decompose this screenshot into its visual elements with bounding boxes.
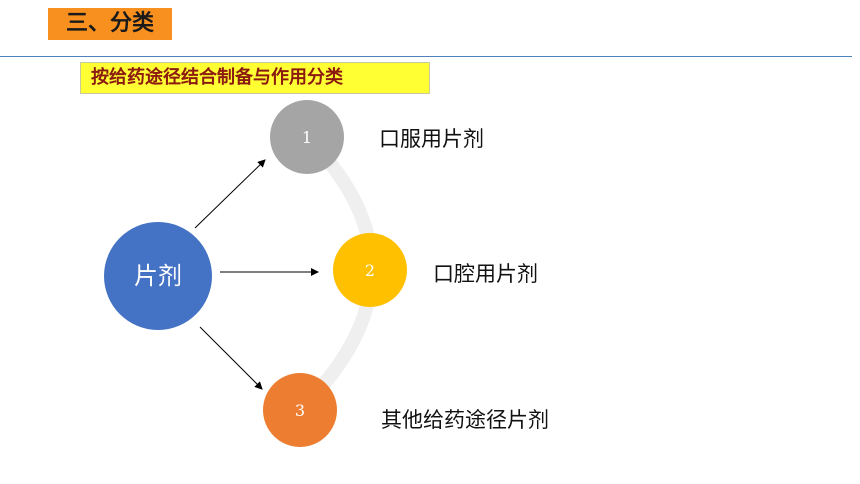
item-node-3 xyxy=(263,373,337,447)
item-node-1 xyxy=(270,100,344,174)
section-title: 三、分类 xyxy=(48,8,172,40)
item-label-2: 口腔用片剂 xyxy=(433,262,538,286)
item-label-3: 其他给药途径片剂 xyxy=(381,408,549,432)
arrow-to-item-1 xyxy=(194,159,266,229)
item-node-1-number: 1 xyxy=(302,128,312,147)
root-node xyxy=(104,222,212,330)
item-node-2 xyxy=(333,233,407,307)
divider xyxy=(0,56,852,57)
root-node-label: 片剂 xyxy=(134,262,182,290)
item-label-1: 口服用片剂 xyxy=(379,127,484,151)
item-node-2-number: 2 xyxy=(365,261,375,280)
subtitle: 按给药途径结合制备与作用分类 xyxy=(80,62,430,94)
item-node-3-number: 3 xyxy=(295,401,305,420)
arrow-to-item-3 xyxy=(199,326,263,390)
